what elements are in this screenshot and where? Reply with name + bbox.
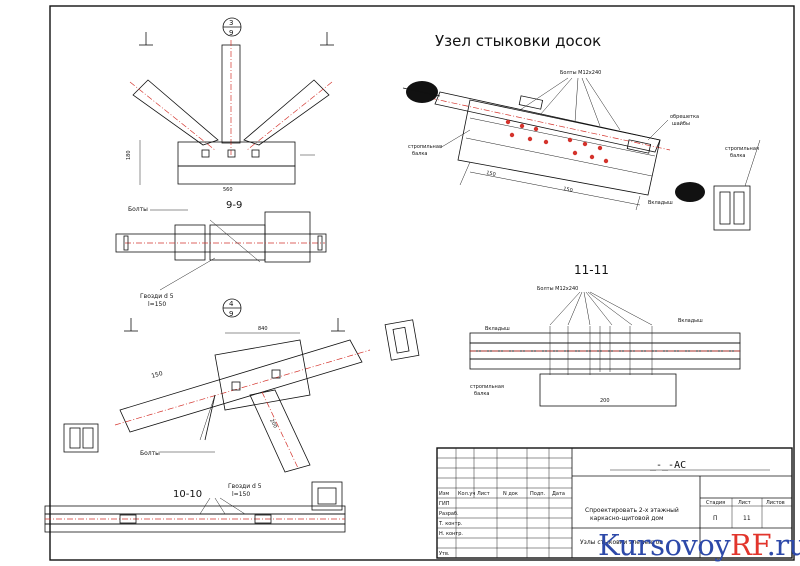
svg-text:4: 4: [229, 300, 234, 308]
svg-text:200: 200: [268, 418, 278, 429]
svg-text:стропильная: стропильная: [725, 146, 759, 152]
bolt-marks: [505, 119, 609, 164]
svg-text:Болты М12х240: Болты М12х240: [560, 70, 601, 76]
svg-text:стропильная: стропильная: [408, 144, 442, 150]
section-9-9-title: 9-9: [226, 200, 242, 211]
title-block: _-_-АС Изм Кол.уч Лист N док Подп.: [436, 447, 793, 559]
section-11-11-title: 11-11: [574, 263, 609, 277]
svg-text:Лист: Лист: [738, 500, 751, 506]
svg-text:шайбы: шайбы: [672, 120, 690, 127]
log-end-right: [675, 182, 705, 202]
node-4-drawing: 4 9 840 150 Болты 200: [114, 298, 371, 473]
svg-text:180: 180: [126, 150, 132, 160]
stamp-headers: Изм Кол.уч Лист N док Подп. Дата: [439, 491, 565, 497]
sheet-frame: [49, 5, 795, 561]
svg-text:стропильная: стропильная: [470, 384, 504, 390]
svg-text:150: 150: [486, 170, 497, 178]
section-10-10-title: 10-10: [173, 489, 202, 500]
svg-text:Кол.уч: Кол.уч: [458, 491, 475, 497]
section-9-9: 9-9 Болты Гвозди d 5 l=150: [115, 200, 327, 308]
stamp-code: _-_-АС: [650, 460, 686, 471]
svg-text:балка: балка: [412, 151, 427, 157]
svg-text:11: 11: [743, 515, 751, 522]
svg-text:Болты: Болты: [128, 206, 148, 213]
svg-text:Разраб.: Разраб.: [439, 511, 459, 517]
detail-left-small: [63, 423, 99, 453]
svg-text:200: 200: [600, 398, 610, 404]
svg-text:l=150: l=150: [232, 491, 250, 498]
svg-text:балка: балка: [730, 153, 745, 159]
svg-text:Изм: Изм: [439, 491, 449, 497]
svg-text:N док: N док: [503, 491, 518, 497]
svg-text:l=150: l=150: [148, 301, 166, 308]
svg-text:Дата: Дата: [552, 491, 565, 497]
svg-text:балка: балка: [474, 391, 489, 397]
node-3-drawing: 3 9 560 180: [126, 17, 334, 193]
watermark: KursovoyRF.ru: [598, 528, 800, 562]
svg-text:Вкладыш: Вкладыш: [485, 326, 510, 332]
svg-text:9: 9: [229, 310, 233, 318]
svg-text:Н. контр.: Н. контр.: [439, 531, 463, 537]
svg-text:Подп.: Подп.: [530, 491, 546, 497]
watermark-accent: RF: [730, 528, 767, 562]
plank-joint-title: Узел стыковки досок: [435, 32, 601, 50]
svg-text:560: 560: [223, 187, 233, 193]
svg-text:Гвозди d 5: Гвозди d 5: [140, 293, 174, 300]
svg-text:Т. контр.: Т. контр.: [438, 521, 463, 527]
svg-text:150: 150: [151, 370, 164, 380]
svg-text:П: П: [713, 515, 718, 522]
svg-text:Гвозди d 5: Гвозди d 5: [228, 483, 262, 490]
stamp-roles: ГИП Разраб. Т. контр. Н. контр. Утв.: [438, 501, 463, 557]
node-3-number: 3: [229, 19, 233, 27]
svg-text:обрешетка: обрешетка: [670, 114, 699, 120]
svg-text:Стадия: Стадия: [706, 500, 725, 506]
svg-text:840: 840: [258, 326, 268, 332]
svg-text:Вкладыш: Вкладыш: [648, 200, 673, 206]
svg-text:Вкладыш: Вкладыш: [678, 318, 703, 324]
svg-text:Листов: Листов: [766, 500, 785, 506]
svg-text:Болты: Болты: [140, 450, 160, 457]
watermark-tail: .ru: [766, 528, 800, 562]
svg-text:150: 150: [563, 186, 574, 194]
svg-text:Болты М12х240: Болты М12х240: [537, 286, 578, 292]
bolt-leaders-1111: [549, 291, 653, 326]
svg-text:Утв.: Утв.: [439, 551, 450, 557]
plank-joint-node: Узел стыковки досок Болты М12х240: [402, 32, 761, 231]
detail-right-small: [384, 319, 420, 361]
svg-text:ГИП: ГИП: [439, 501, 450, 507]
section-10-10: 10-10 Гвозди d 5 l=150: [44, 481, 346, 533]
watermark-main: Kursovoy: [598, 528, 731, 562]
svg-text:Лист: Лист: [477, 491, 490, 497]
section-11-11: 11-11 Болты М12х240 Вкладыш Вкладыш стро…: [469, 263, 741, 407]
svg-text:каркасно-щитовой дом: каркасно-щитовой дом: [590, 515, 664, 522]
svg-text:Узлы стыковки элементов: Узлы стыковки элементов: [580, 539, 663, 546]
svg-text:Спроектировать 2-х этажный: Спроектировать 2-х этажный: [585, 507, 679, 514]
node-3-sheet: 9: [229, 29, 233, 37]
